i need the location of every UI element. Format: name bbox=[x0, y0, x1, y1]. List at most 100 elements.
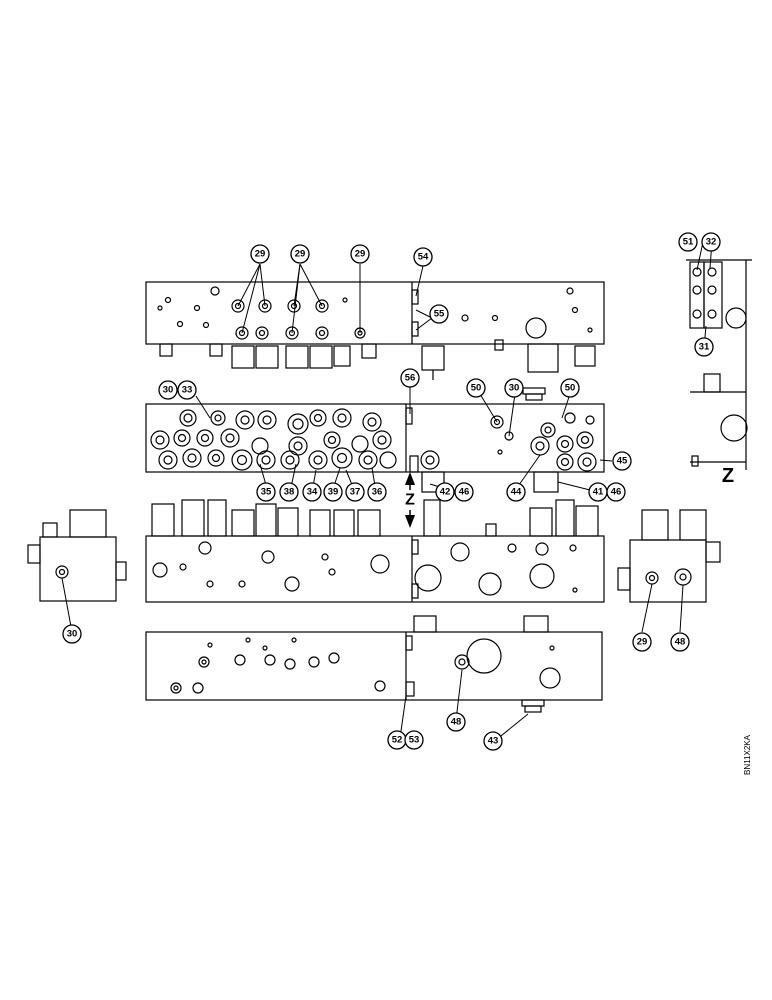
callout-circle bbox=[345, 482, 365, 502]
callout-number: 33 bbox=[182, 385, 193, 396]
valve-linework bbox=[27, 241, 752, 741]
callout-number: 32 bbox=[706, 237, 717, 248]
callout-number: 39 bbox=[328, 487, 339, 498]
callout-50: 50 bbox=[560, 378, 580, 398]
section-z-label: Z bbox=[405, 492, 415, 509]
callout-44: 44 bbox=[506, 482, 526, 502]
callout-circle bbox=[429, 304, 449, 324]
callout-29: 29 bbox=[290, 244, 310, 264]
callout-38: 38 bbox=[279, 482, 299, 502]
callout-circle bbox=[404, 730, 424, 750]
callout-number: 48 bbox=[675, 637, 686, 648]
callout-circle bbox=[632, 632, 652, 652]
callout-circle bbox=[454, 482, 474, 502]
callout-circle bbox=[290, 244, 310, 264]
callout-number: 50 bbox=[565, 383, 576, 394]
callout-number: 48 bbox=[451, 717, 462, 728]
callout-number: 36 bbox=[372, 487, 383, 498]
callout-number: 46 bbox=[459, 487, 470, 498]
callout-34: 34 bbox=[302, 482, 322, 502]
callout-48: 48 bbox=[670, 632, 690, 652]
bottom-valve-block bbox=[145, 631, 603, 701]
callout-42: 42 bbox=[435, 482, 455, 502]
callout-circle bbox=[694, 337, 714, 357]
callout-number: 55 bbox=[434, 309, 445, 320]
section-arrows bbox=[405, 472, 415, 528]
callout-circle bbox=[446, 712, 466, 732]
callout-circle bbox=[670, 632, 690, 652]
callout-52: 52 bbox=[387, 730, 407, 750]
third-valve-block bbox=[145, 535, 605, 603]
callout-number: 29 bbox=[637, 637, 648, 648]
callout-circle bbox=[177, 380, 197, 400]
callout-number: 37 bbox=[350, 487, 361, 498]
callout-circle bbox=[256, 482, 276, 502]
callout-number: 51 bbox=[683, 237, 694, 248]
callout-54: 54 bbox=[413, 247, 433, 267]
callout-number: 56 bbox=[405, 373, 416, 384]
callout-number: 29 bbox=[255, 249, 266, 260]
callout-32: 32 bbox=[701, 232, 721, 252]
callout-number: 35 bbox=[261, 487, 272, 498]
callout-50: 50 bbox=[466, 378, 486, 398]
callout-56: 56 bbox=[400, 368, 420, 388]
callout-48: 48 bbox=[446, 712, 466, 732]
callout-number: 42 bbox=[440, 487, 451, 498]
callout-number: 50 bbox=[471, 383, 482, 394]
callout-43: 43 bbox=[483, 731, 503, 751]
callout-number: 54 bbox=[418, 252, 429, 263]
callout-number: 43 bbox=[488, 736, 499, 747]
callout-39: 39 bbox=[323, 482, 343, 502]
callout-53: 53 bbox=[404, 730, 424, 750]
second-valve-block bbox=[145, 403, 605, 473]
top-valve-block bbox=[145, 281, 605, 345]
callout-30: 30 bbox=[62, 624, 82, 644]
callout-circle bbox=[62, 624, 82, 644]
callout-51: 51 bbox=[678, 232, 698, 252]
right-side-valve bbox=[629, 539, 707, 603]
callout-number: 45 bbox=[617, 456, 628, 467]
callout-number: 30 bbox=[163, 385, 174, 396]
callout-36: 36 bbox=[367, 482, 387, 502]
detail-z-label: Z bbox=[722, 465, 734, 487]
callout-29: 29 bbox=[632, 632, 652, 652]
callout-circle bbox=[350, 244, 370, 264]
callout-bubbles: 29 29 29 54 55 30 33 56 50 30 50 45 35 38 34 39 37 36 42 46… bbox=[62, 232, 721, 751]
callout-55: 55 bbox=[429, 304, 449, 324]
callout-number: 29 bbox=[355, 249, 366, 260]
callout-circle bbox=[158, 380, 178, 400]
callout-circle bbox=[560, 378, 580, 398]
callout-29: 29 bbox=[350, 244, 370, 264]
callout-circle bbox=[506, 482, 526, 502]
drawing-code: BN11X2KA bbox=[743, 734, 752, 775]
callout-29: 29 bbox=[250, 244, 270, 264]
callout-circle bbox=[302, 482, 322, 502]
detail-view-z bbox=[686, 259, 752, 470]
callout-circle bbox=[606, 482, 626, 502]
callout-45: 45 bbox=[612, 451, 632, 471]
callout-number: 34 bbox=[307, 487, 318, 498]
callout-35: 35 bbox=[256, 482, 276, 502]
callout-circle bbox=[367, 482, 387, 502]
callout-circle bbox=[413, 247, 433, 267]
callout-circle bbox=[435, 482, 455, 502]
callout-31: 31 bbox=[694, 337, 714, 357]
callout-number: 52 bbox=[392, 735, 403, 746]
callout-number: 41 bbox=[593, 487, 604, 498]
left-side-valve bbox=[39, 536, 117, 602]
callout-circle bbox=[400, 368, 420, 388]
callout-33: 33 bbox=[177, 380, 197, 400]
callout-number: 30 bbox=[67, 629, 78, 640]
callout-30: 30 bbox=[158, 380, 178, 400]
callout-30: 30 bbox=[504, 378, 524, 398]
callout-circle bbox=[701, 232, 721, 252]
callout-circle bbox=[612, 451, 632, 471]
callout-41: 41 bbox=[588, 482, 608, 502]
callout-number: 29 bbox=[295, 249, 306, 260]
callout-circle bbox=[483, 731, 503, 751]
callout-circle bbox=[466, 378, 486, 398]
callout-circle bbox=[323, 482, 343, 502]
callout-number: 44 bbox=[511, 487, 522, 498]
callout-number: 53 bbox=[409, 735, 420, 746]
